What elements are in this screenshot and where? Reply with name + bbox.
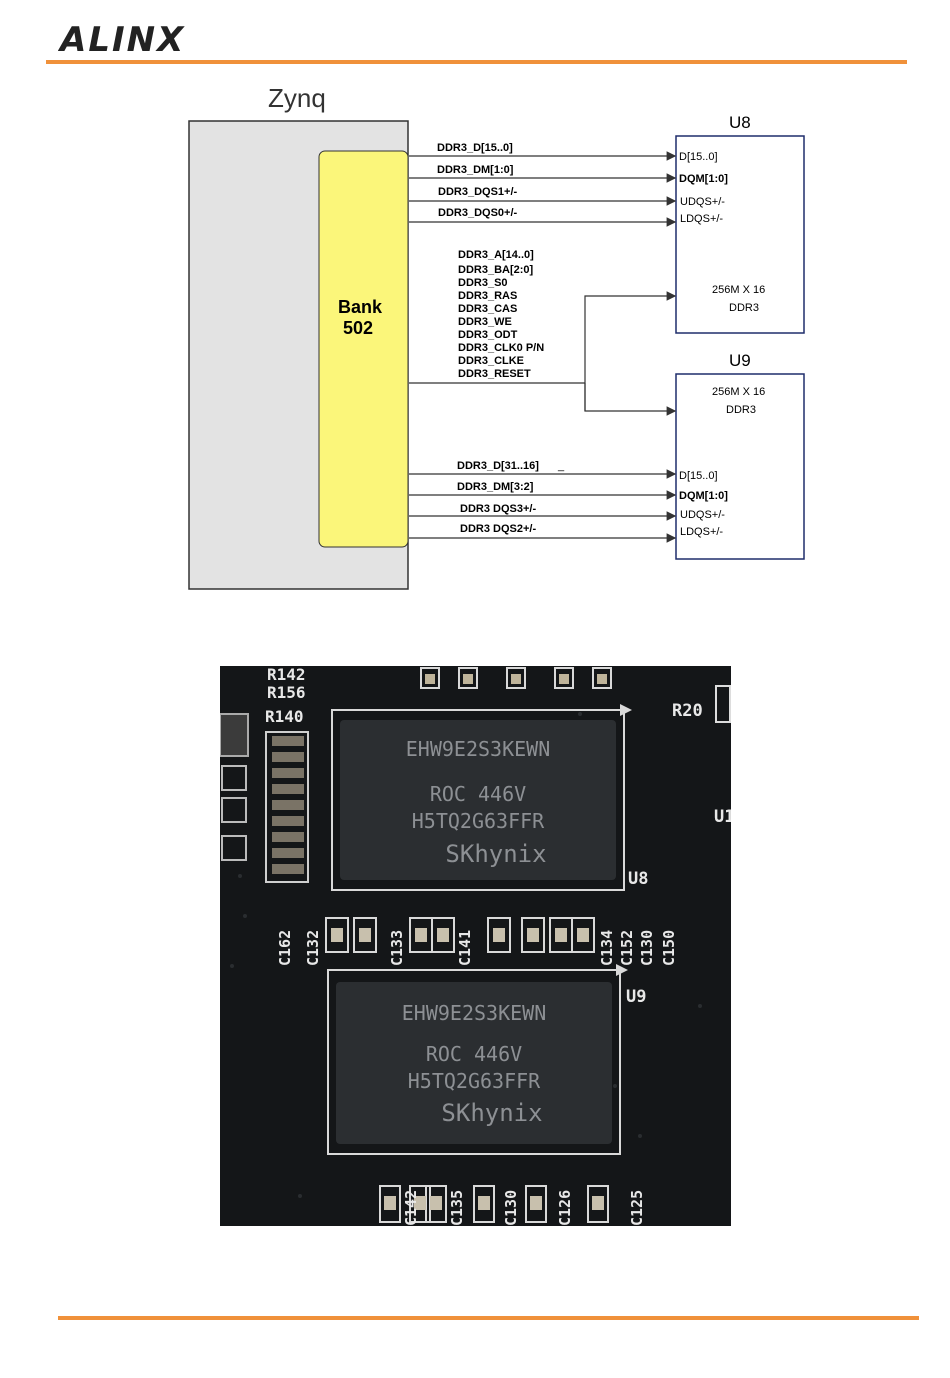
u9-pin-ldqs: LDQS+/- xyxy=(680,526,723,538)
refdes-r140: R140 xyxy=(265,707,304,726)
bank-label: Bank xyxy=(338,297,383,317)
refdes-c141: C141 xyxy=(456,930,474,966)
u8-pin-ldqs: LDQS+/- xyxy=(680,213,723,225)
u9-chip-line3: H5TQ2G63FFR xyxy=(408,1069,541,1093)
u8-chip-body xyxy=(340,720,616,880)
refdes-c162: C162 xyxy=(276,930,294,966)
sig-top-2: DDR3_DQS1+/- xyxy=(438,186,518,198)
footer-rule xyxy=(58,1316,919,1320)
u9-block xyxy=(675,373,805,560)
u8-pin-dqm: DQM[1:0] xyxy=(679,173,728,185)
pcb-photo: R142 R156 R140 EHW9E2S3KEWN ROC 446V H5T… xyxy=(220,666,731,1226)
u9-pin-d: D[15..0] xyxy=(679,470,718,482)
u8-chip-line4: SKhynix xyxy=(445,840,546,868)
u8-label: U8 xyxy=(729,113,751,132)
wire-shared-to-u8 xyxy=(584,291,677,411)
sig-top-1: DDR3_DM[1:0] xyxy=(437,164,514,176)
sig-bottom-mark: _ xyxy=(557,460,565,472)
u8-pin-udqs: UDQS+/- xyxy=(680,196,725,208)
refdes-u8: U8 xyxy=(628,869,648,889)
refdes-c130: C130 xyxy=(638,930,656,966)
bank-502-block xyxy=(318,150,409,548)
u8-chip-line3: H5TQ2G63FFR xyxy=(412,809,545,833)
u9-size: 256M X 16 xyxy=(712,386,765,398)
u8-size: 256M X 16 xyxy=(712,284,765,296)
u8-chip-outline xyxy=(331,709,625,891)
sig-shared-4: DDR3_CAS xyxy=(458,303,517,315)
sig-shared-1: DDR3_BA[2:0] xyxy=(458,264,534,276)
u9-label: U9 xyxy=(729,351,751,370)
sig-shared-8: DDR3_CLKE xyxy=(458,355,524,367)
refdes-c150: C150 xyxy=(660,930,678,966)
refdes-c134: C134 xyxy=(598,930,616,966)
refdes-c125: C125 xyxy=(628,1190,646,1226)
alinx-logo: ALINX xyxy=(58,20,185,58)
u9-pin-dqm: DQM[1:0] xyxy=(679,490,728,502)
refdes-c126: C126 xyxy=(556,1190,574,1226)
refdes-c132: C132 xyxy=(304,930,322,966)
sig-bottom-3: DDR3 DQS2+/- xyxy=(460,523,536,535)
sig-shared-2: DDR3_S0 xyxy=(458,277,508,289)
refdes-u9: U9 xyxy=(626,987,646,1007)
refdes-c130b: C130 xyxy=(502,1190,520,1226)
header-rule xyxy=(46,60,907,64)
sig-bottom-1: DDR3_DM[3:2] xyxy=(457,481,534,493)
sig-shared-9: DDR3_RESET xyxy=(458,368,531,380)
logo-text: ALINX xyxy=(58,20,185,58)
refdes-c142: C142 xyxy=(402,1190,420,1226)
sig-shared-6: DDR3_ODT xyxy=(458,329,518,341)
sig-shared-7: DDR3_CLK0 P/N xyxy=(458,342,544,354)
sig-top-3: DDR3_DQS0+/- xyxy=(438,207,518,219)
ddr3-block-diagram: Zynq Bank 502 U8 D[15..0] DQM[1:0] UDQS+… xyxy=(188,83,805,590)
u8-block xyxy=(675,135,805,334)
u9-chip-line2: ROC 446V xyxy=(426,1042,522,1066)
refdes-r20: R20 xyxy=(672,701,703,721)
wire-shared-to-u9 xyxy=(584,383,677,416)
sig-top-0: DDR3_D[15..0] xyxy=(437,142,513,154)
u9-chip-line1: EHW9E2S3KEWN xyxy=(402,1001,547,1025)
refdes-r156: R156 xyxy=(267,683,306,702)
u9-type: DDR3 xyxy=(726,404,756,416)
sig-shared-3: DDR3_RAS xyxy=(458,290,517,302)
sig-bottom-0: DDR3_D[31..16] xyxy=(457,460,539,472)
refdes-u1: U1 xyxy=(714,807,731,827)
u9-pin-udqs: UDQS+/- xyxy=(680,509,725,521)
u8-chip-line1: EHW9E2S3KEWN xyxy=(406,737,551,761)
zynq-label: Zynq xyxy=(268,83,326,113)
sig-shared-0: DDR3_A[14..0] xyxy=(458,249,534,261)
refdes-c135: C135 xyxy=(448,1190,466,1226)
refdes-c133: C133 xyxy=(388,930,406,966)
u9-chip-body xyxy=(336,982,612,1144)
u9-chip-outline xyxy=(327,969,621,1155)
u8-chip-line2: ROC 446V xyxy=(430,782,526,806)
refdes-r142: R142 xyxy=(267,666,306,684)
bank-number: 502 xyxy=(343,318,373,338)
u8-pin-d: D[15..0] xyxy=(679,151,718,163)
sig-shared-5: DDR3_WE xyxy=(458,316,512,328)
refdes-c152: C152 xyxy=(618,930,636,966)
sig-bottom-2: DDR3 DQS3+/- xyxy=(460,503,536,515)
u8-type: DDR3 xyxy=(729,302,759,314)
u9-chip-line4: SKhynix xyxy=(441,1099,542,1127)
